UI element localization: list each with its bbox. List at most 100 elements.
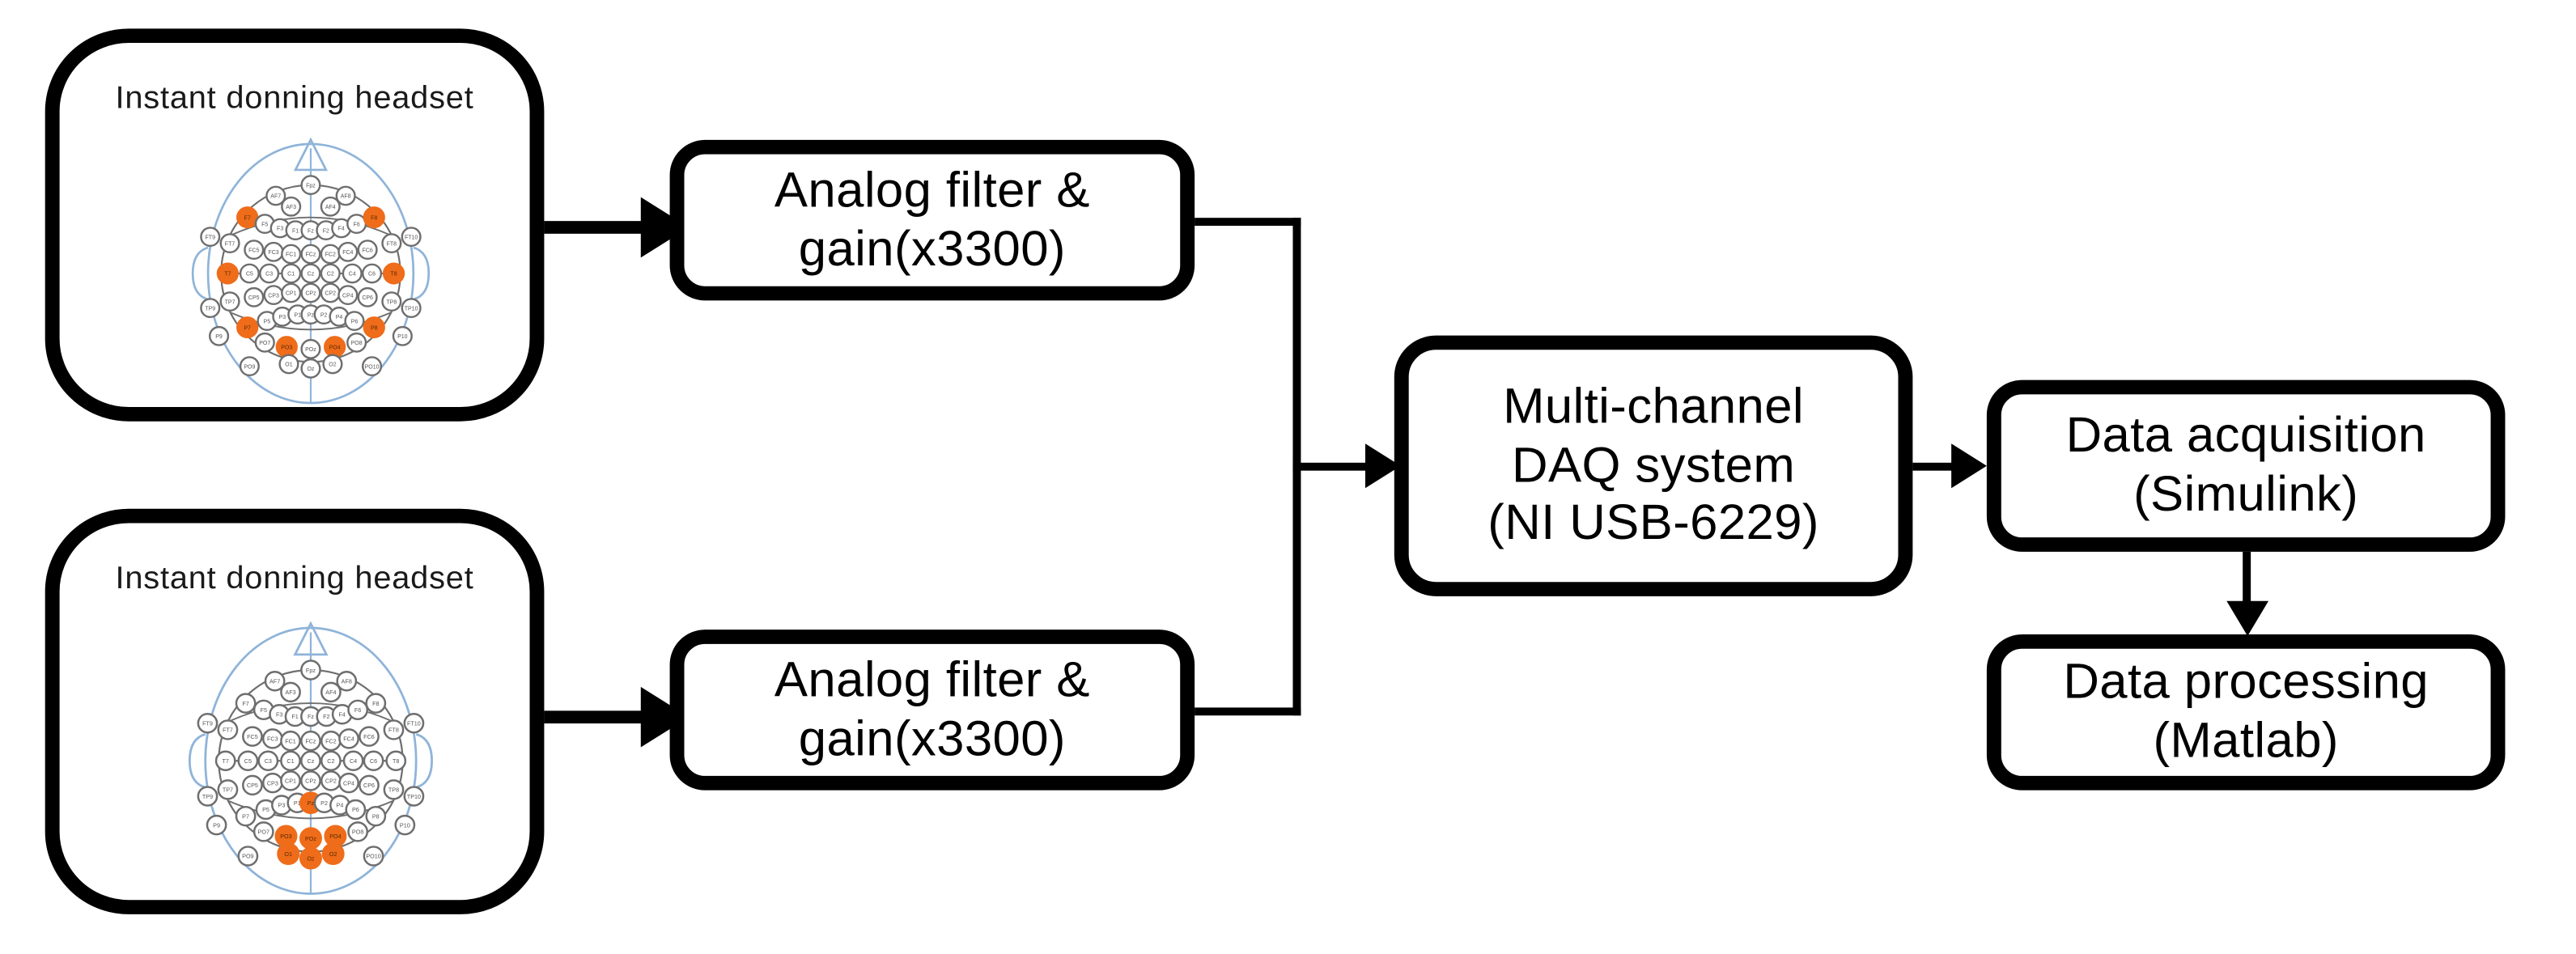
svg-text:P4: P4 — [336, 315, 343, 320]
svg-text:F3: F3 — [277, 227, 283, 232]
headset-box-bottom[interactable]: Instant donning headset Fpz AF7 AF3 AF4 — [45, 508, 545, 916]
svg-text:FC3: FC3 — [267, 736, 278, 743]
svg-text:CP1: CP1 — [285, 778, 296, 785]
svg-text:Oz: Oz — [307, 367, 314, 372]
svg-text:Oz: Oz — [307, 855, 315, 862]
svg-text:CP2: CP2 — [325, 778, 337, 785]
eeg-cap-bottom: Fpz AF7 AF3 AF4 AF8 F7 F5 F3 F1 Fz F2 F4… — [150, 606, 472, 916]
eeg-cap-top: Fpz AF7 AF3 AF4 AF8 F7 F5 F3 F1 Fz F2 F4… — [150, 122, 472, 424]
svg-text:AF7: AF7 — [269, 678, 280, 685]
node-data-processing-label: Data processing (Matlab) — [2063, 654, 2429, 769]
svg-text:T7: T7 — [222, 758, 228, 765]
svg-text:Pz: Pz — [308, 800, 315, 807]
svg-text:PO9: PO9 — [244, 364, 255, 370]
svg-text:CP6: CP6 — [362, 295, 373, 301]
svg-text:TP7: TP7 — [225, 299, 236, 305]
svg-text:AF4: AF4 — [325, 689, 336, 696]
svg-text:F1: F1 — [292, 228, 299, 234]
svg-text:TP10: TP10 — [405, 306, 418, 312]
svg-text:F2: F2 — [323, 228, 329, 234]
node-data-acquisition-label: Data acquisition (Simulink) — [2065, 407, 2426, 522]
svg-text:O2: O2 — [329, 851, 337, 858]
node-analog-filter-top[interactable]: Analog filter & gain(x3300) — [669, 139, 1195, 301]
svg-text:Cz: Cz — [308, 758, 315, 765]
svg-text:C4: C4 — [350, 758, 357, 765]
svg-text:P6: P6 — [352, 807, 359, 813]
svg-text:F1: F1 — [291, 714, 298, 720]
svg-text:Fpz: Fpz — [306, 183, 316, 189]
svg-text:F8: F8 — [372, 701, 379, 707]
svg-text:P9: P9 — [213, 822, 220, 829]
svg-text:PO4: PO4 — [329, 833, 341, 840]
svg-text:CP4: CP4 — [342, 293, 354, 299]
svg-text:PO10: PO10 — [365, 364, 380, 370]
svg-text:P6: P6 — [351, 319, 359, 324]
svg-text:PO10: PO10 — [366, 854, 380, 860]
svg-text:POz: POz — [305, 347, 316, 353]
svg-text:P4: P4 — [337, 803, 344, 809]
node-data-processing[interactable]: Data processing (Matlab) — [1986, 634, 2506, 791]
svg-text:AF8: AF8 — [341, 194, 351, 200]
arrowhead-daq-to-acquisition — [1951, 443, 1987, 489]
svg-text:F6: F6 — [354, 707, 361, 714]
svg-text:FC2: FC2 — [325, 738, 337, 744]
node-analog-filter-top-label: Analog filter & gain(x3300) — [774, 162, 1090, 276]
svg-text:PO3: PO3 — [281, 345, 292, 350]
svg-text:AF3: AF3 — [285, 689, 295, 696]
svg-text:CPz: CPz — [305, 778, 316, 785]
node-daq-system[interactable]: Multi-channel DAQ system (NI USB-6229) — [1394, 335, 1913, 596]
svg-text:TP10: TP10 — [407, 794, 421, 800]
svg-text:T8: T8 — [390, 272, 397, 278]
svg-text:CP5: CP5 — [247, 782, 258, 789]
svg-text:FT8: FT8 — [387, 241, 397, 247]
svg-text:F8: F8 — [371, 215, 377, 221]
wire-acquisition-to-processing — [2243, 551, 2251, 616]
svg-text:FC1: FC1 — [285, 738, 296, 744]
eeg-cap-svg-bottom: Fpz AF7 AF3 AF4 AF8 F7 F5 F3 F1 Fz F2 F4… — [188, 621, 433, 895]
svg-text:Fpz: Fpz — [306, 668, 316, 674]
svg-text:FC4: FC4 — [343, 736, 354, 743]
svg-text:FCz: FCz — [305, 738, 316, 744]
node-analog-filter-bottom[interactable]: Analog filter & gain(x3300) — [669, 630, 1195, 791]
svg-text:PO4: PO4 — [329, 345, 341, 350]
svg-text:P7: P7 — [242, 813, 249, 820]
svg-text:C6: C6 — [368, 272, 376, 278]
svg-text:FC4: FC4 — [342, 250, 353, 256]
svg-text:F4: F4 — [339, 712, 346, 719]
svg-text:CP6: CP6 — [363, 782, 375, 789]
svg-text:P8: P8 — [371, 325, 378, 331]
svg-text:FC3: FC3 — [268, 250, 278, 256]
svg-text:C5: C5 — [244, 758, 252, 765]
svg-text:FC6: FC6 — [363, 248, 373, 253]
svg-text:P1: P1 — [294, 800, 301, 807]
node-analog-filter-bottom-label: Analog filter & gain(x3300) — [774, 651, 1090, 766]
svg-text:O1: O1 — [284, 851, 292, 858]
svg-text:AF3: AF3 — [286, 205, 296, 210]
svg-text:C1: C1 — [286, 758, 294, 765]
node-data-acquisition[interactable]: Data acquisition (Simulink) — [1986, 379, 2506, 552]
svg-text:CP2: CP2 — [325, 291, 336, 297]
svg-text:TP8: TP8 — [386, 299, 397, 305]
svg-text:F5: F5 — [261, 222, 268, 227]
svg-text:AF4: AF4 — [325, 205, 336, 210]
svg-text:TP8: TP8 — [388, 787, 399, 794]
svg-text:T7: T7 — [224, 272, 231, 278]
svg-text:P5: P5 — [262, 807, 269, 813]
svg-text:O2: O2 — [329, 363, 336, 368]
eeg-cap-svg-top: Fpz AF7 AF3 AF4 AF8 F7 F5 F3 F1 Fz F2 F4… — [191, 137, 431, 405]
svg-text:C4: C4 — [349, 272, 356, 278]
svg-text:PO7: PO7 — [258, 829, 269, 836]
svg-text:P1: P1 — [294, 312, 301, 318]
svg-text:CP3: CP3 — [267, 780, 278, 787]
wire-bus-to-daq — [1292, 462, 1377, 471]
svg-text:P2: P2 — [320, 312, 328, 318]
wire-daq-to-acquisition — [1912, 462, 1965, 471]
headset-title-top: Instant donning headset — [115, 81, 474, 117]
svg-text:CP1: CP1 — [286, 291, 297, 297]
svg-text:FC5: FC5 — [247, 734, 258, 740]
headset-box-top[interactable]: Instant donning headset Fpz — [45, 28, 545, 424]
svg-text:P9: P9 — [215, 334, 223, 340]
svg-text:Fz: Fz — [308, 228, 314, 234]
svg-text:CP5: CP5 — [248, 295, 260, 301]
svg-text:F2: F2 — [323, 714, 329, 720]
